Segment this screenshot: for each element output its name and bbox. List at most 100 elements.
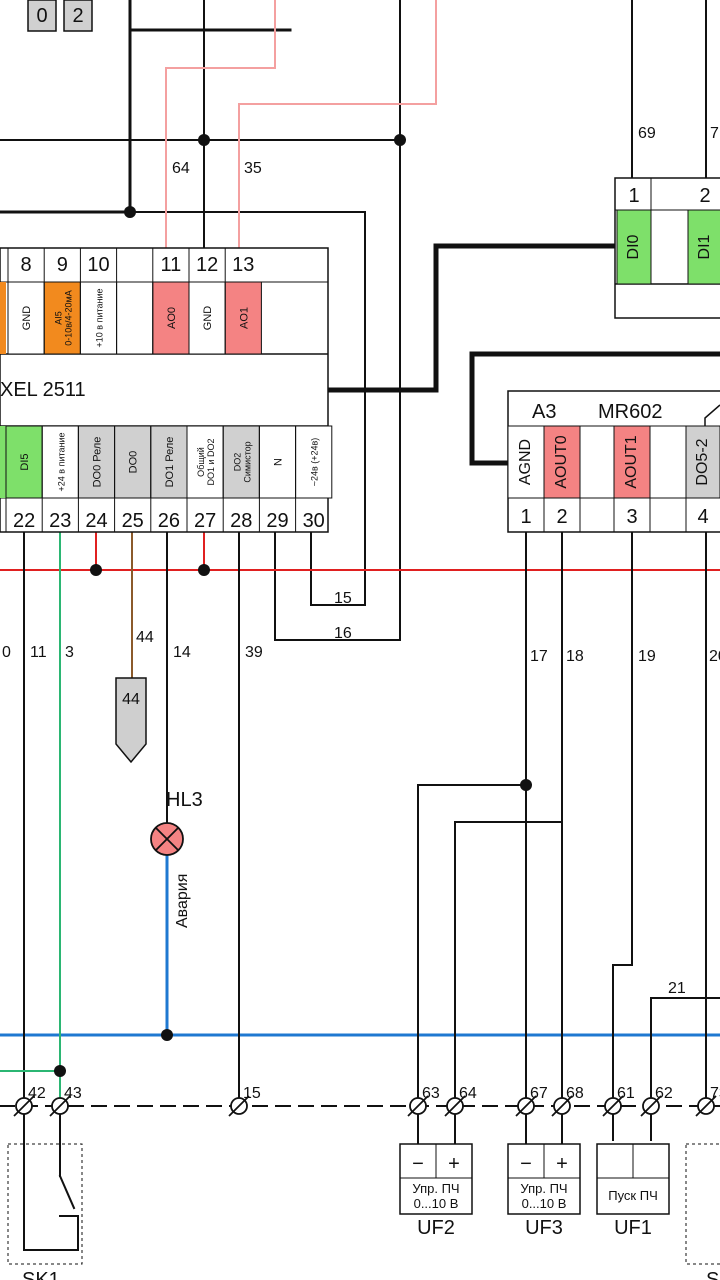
wire-label: 18 <box>566 648 584 665</box>
partial-device-label: S <box>706 1269 719 1280</box>
terminal-cell <box>224 281 262 355</box>
terminal-clamp-label: 62 <box>655 1085 673 1102</box>
wire-label: 7 <box>710 125 719 142</box>
terminal-clamp-label: 61 <box>617 1085 635 1102</box>
junction <box>198 134 210 146</box>
terminal-label: AGND <box>517 439 534 485</box>
terminal-label-line: DI1 <box>696 234 713 259</box>
wire-labels: 64 35 15 16 0 11 3 44 14 39 17 18 19 20 … <box>2 160 720 997</box>
terminal-label-line: N <box>273 458 285 466</box>
wire-19 <box>612 531 633 1101</box>
wire-label: 69 <box>638 125 656 142</box>
terminal-cell <box>649 425 687 499</box>
terminal-label: DI1 <box>696 234 713 259</box>
terminal-number: 22 <box>13 510 35 532</box>
terminal-number: 27 <box>194 510 216 532</box>
marker-44-label: 44 <box>122 691 140 708</box>
junction <box>161 1029 173 1041</box>
terminal-label-line: DO1 Реле <box>164 437 176 488</box>
terminal-label: GND <box>21 306 33 331</box>
terminal-number: 8 <box>21 254 32 276</box>
minus-sign: − <box>520 1153 532 1175</box>
partial-device-right: S <box>685 1143 720 1280</box>
terminal-label-line: Общий <box>196 447 206 477</box>
terminal-clamp-label: 64 <box>459 1085 477 1102</box>
lamp-caption: Авария <box>174 874 191 928</box>
wire-label: 44 <box>136 629 154 646</box>
terminal-clamp: 73 <box>695 1085 720 1117</box>
terminal-number: 23 <box>49 510 71 532</box>
top-box-label: 2 <box>72 5 83 27</box>
lamp-name: HL3 <box>166 789 203 811</box>
wire-top-1 <box>0 0 132 214</box>
terminal-label-line: DO0 <box>128 451 140 474</box>
terminal-cell <box>685 425 720 499</box>
wire-label: 3 <box>65 644 74 661</box>
terminal-clamp-label: 73 <box>710 1085 720 1102</box>
wire-bus-left <box>325 243 623 393</box>
terminal-clamp: 43 <box>49 1085 82 1117</box>
wire-label: 19 <box>638 648 656 665</box>
terminal-number: 9 <box>57 254 68 276</box>
terminal-cell <box>687 209 720 285</box>
junctions <box>54 134 532 1077</box>
terminal-number: 1 <box>628 185 639 207</box>
terminal-label: +10 в питание <box>95 289 105 348</box>
device-label: Упр. ПЧ <box>520 1181 567 1196</box>
terminal-label-line: DO1 и DO2 <box>206 438 216 485</box>
terminal-number: 30 <box>303 510 325 532</box>
terminal-number: 26 <box>158 510 180 532</box>
terminal-clamp-label: 68 <box>566 1085 584 1102</box>
switch-contact <box>59 1215 79 1251</box>
terminal-clamp: 68 <box>551 1085 584 1117</box>
terminal-number: 10 <box>87 254 109 276</box>
terminal-number: 3 <box>626 506 637 528</box>
wires <box>0 0 720 1251</box>
device-name: UF1 <box>614 1217 652 1239</box>
junction <box>394 134 406 146</box>
terminal-cell <box>579 425 615 499</box>
wire-label: 11 <box>30 644 47 661</box>
terminal-label: DO1 Реле <box>164 437 176 488</box>
module-a3-title: A3 <box>532 401 556 423</box>
device-label: Пуск ПЧ <box>608 1188 658 1203</box>
wire-label: 21 <box>668 980 686 997</box>
device-label: 0...10 В <box>414 1196 459 1211</box>
terminal-cell <box>186 425 224 499</box>
wire-label: 15 <box>334 590 352 607</box>
terminal-label-line: GND <box>202 306 214 331</box>
junction <box>124 206 136 218</box>
plus-sign: + <box>556 1153 568 1175</box>
terminal-label: ~24в (+24в) <box>310 438 320 487</box>
terminal-label: DO0 Реле <box>92 437 104 488</box>
terminal-cell <box>507 425 545 499</box>
terminal-cell <box>150 425 188 499</box>
wire-label: 17 <box>530 648 548 665</box>
terminal-number: 12 <box>196 254 218 276</box>
terminal-number: 24 <box>85 510 107 532</box>
junction <box>520 779 532 791</box>
terminal-label: AOUT0 <box>553 435 570 488</box>
terminal-label-line: DO0 Реле <box>92 437 104 488</box>
terminal-number: 25 <box>122 510 144 532</box>
module-a3-model: MR602 <box>598 401 662 423</box>
controller-title: XEL 2511 <box>0 379 86 401</box>
terminal-number: 1 <box>520 506 531 528</box>
terminal-clamp: 15 <box>228 1085 261 1117</box>
wire-label: 14 <box>173 644 191 661</box>
wire-bus-right <box>469 351 720 466</box>
wire-17-branch <box>417 784 527 1101</box>
terminal-clamp: 63 <box>407 1085 440 1117</box>
terminal-label-line: Симистор <box>242 441 252 482</box>
terminal-label: DO0 <box>128 451 140 474</box>
terminal-label-line: AGND <box>517 439 534 485</box>
